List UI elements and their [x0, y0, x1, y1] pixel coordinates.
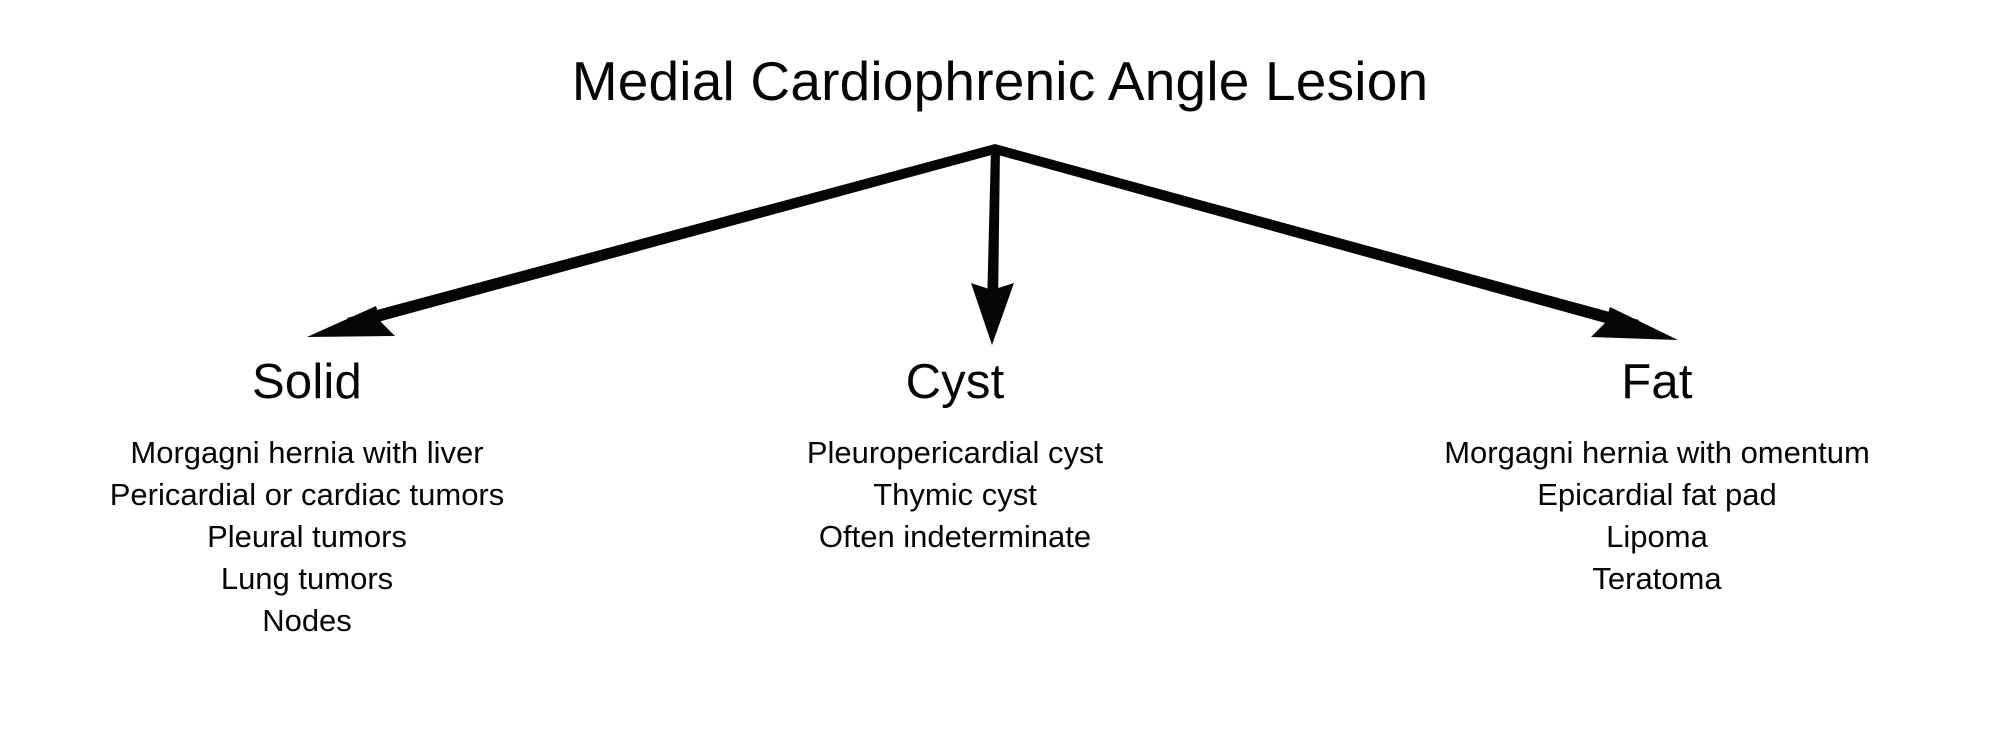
list-item: Pericardial or cardiac tumors — [109, 477, 505, 512]
list-item: Epicardial fat pad — [1537, 477, 1777, 512]
branch-list-solid: Morgagni hernia with liver Pericardial o… — [7, 432, 607, 642]
list-item: Pleuropericardial cyst — [806, 435, 1104, 470]
branch-heading-solid: Solid — [252, 355, 362, 409]
list-item: Lung tumors — [220, 561, 394, 596]
arrow-down-icon — [971, 148, 1014, 345]
branch-heading-cyst: Cyst — [905, 355, 1005, 409]
list-item: Morgagni hernia with liver — [130, 435, 484, 470]
list-item: Morgagni hernia with omentum — [1444, 435, 1870, 470]
list-item: Teratoma — [1592, 561, 1722, 596]
branch-cyst: Cyst Pleuropericardial cyst Thymic cyst … — [655, 352, 1255, 558]
arrow-right-icon — [991, 144, 1678, 340]
branch-fat: Fat Morgagni hernia with omentum Epicard… — [1357, 352, 1957, 600]
list-item: Thymic cyst — [873, 477, 1037, 512]
page-title: Medial Cardiophrenic Angle Lesion — [571, 50, 1429, 112]
branch-list-cyst: Pleuropericardial cyst Thymic cyst Often… — [655, 432, 1255, 558]
list-item: Often indeterminate — [818, 519, 1092, 554]
branch-solid: Solid Morgagni hernia with liver Pericar… — [7, 352, 607, 642]
list-item: Nodes — [262, 603, 352, 638]
list-item: Lipoma — [1606, 519, 1708, 554]
arrow-left-icon — [307, 144, 999, 337]
branch-list-fat: Morgagni hernia with omentum Epicardial … — [1357, 432, 1957, 600]
branch-heading-fat: Fat — [1621, 355, 1693, 409]
list-item: Pleural tumors — [207, 519, 407, 554]
